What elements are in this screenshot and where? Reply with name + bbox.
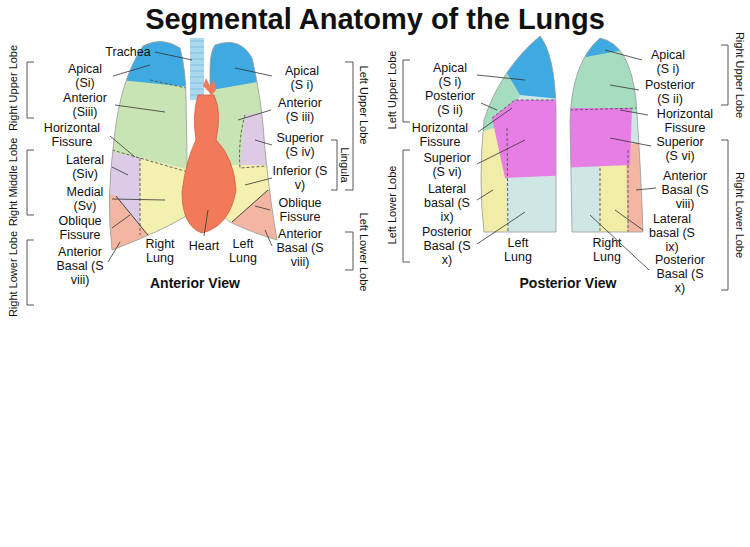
segment-label: Lateral basal (S ix) [644,212,700,254]
segment-boundary [570,108,640,232]
segment-label: Left Lung [223,237,263,265]
title: Segmental Anatomy of the Lungs [0,2,750,36]
view-heading: Anterior View [150,276,240,290]
right-lung-posterior [560,20,650,260]
segment-label: Trachea [98,45,158,59]
lung-outline [570,38,643,232]
lobe-label: Lingula [338,147,352,182]
segment-label: Horizontal Fissure [649,107,721,135]
oblique-fissure [116,196,152,240]
segment-label: Lateral (Siv) [60,153,110,181]
segment-label: Posterior Basal (S x) [650,253,710,295]
segment-label: Inferior (S v) [272,164,328,192]
segment-label: Oblique Fissure [270,196,330,224]
lobe-label: Left Lower Lobe [357,213,371,292]
segment-label: Lateral basal (S ix) [419,182,475,224]
view-heading: Posterior View [519,276,616,290]
oblique-fissure [232,190,268,222]
segment-label: Right Lung [140,237,180,265]
segment-label: Anterior (S iii) [272,96,328,124]
apical-segment [200,30,280,92]
superior-segment [240,110,280,168]
segment-label: Horizontal Fissure [36,121,108,149]
right-lung-anterior [100,30,200,262]
lobe-label: Left Lower Lobe [385,166,399,245]
segment-label: Oblique Fissure [50,214,110,242]
posterior-basal-segment [560,20,650,260]
lobe-label: Right Upper Lobe [733,32,747,118]
heart [182,95,236,233]
segment-label: Apical (Si) [60,62,110,90]
segment-label: Superior (S vi) [652,135,708,163]
segment-label: Posterior (S ii) [640,78,700,106]
segment-label: Apical (S i) [425,61,475,89]
lobe-label: Right Lower Lobe [6,231,20,317]
segment-label: Posterior Basal (S x) [419,225,475,267]
segment-boundary [112,80,188,235]
lobe-label: Left Upper Lobe [357,66,371,145]
segment-label: Left Lung [498,236,538,264]
segment-label: Medial (Sv) [60,185,110,213]
segment-label: Anterior Basal (S viii) [657,169,713,211]
lobe-label: Left Upper Lobe [385,51,399,130]
segment-label: Anterior (Siii) [57,91,113,119]
segment-label: Anterior Basal (S viii) [52,245,108,287]
lung-outline [481,36,556,232]
superior-segment [492,100,570,178]
segment-label: Posterior (S ii) [420,89,480,117]
segment-label: Right Lung [587,236,627,264]
posterior-basal-segment [470,20,570,260]
left-lung-posterior [470,20,570,260]
aorta [203,78,216,95]
segment-label: Superior (S iv) [272,131,328,159]
leader-lines [108,50,656,270]
lobe-label: Right Middle Lobe [6,138,20,227]
segment-label: Heart [179,239,229,253]
trachea [190,38,204,100]
lobe-brackets [27,45,728,305]
lobe-label: Right Lower Lobe [733,172,747,258]
segment-label: Apical (S i) [277,64,327,92]
anterior-basal-segment [100,190,152,262]
segment-label: Superior (S vi) [419,151,475,179]
lobe-label: Right Upper Lobe [6,45,20,131]
segment-label: Horizontal Fissure [404,121,476,149]
segment-label: Apical (S i) [643,48,693,76]
segment-label: Anterior Basal (S viii) [272,227,328,269]
